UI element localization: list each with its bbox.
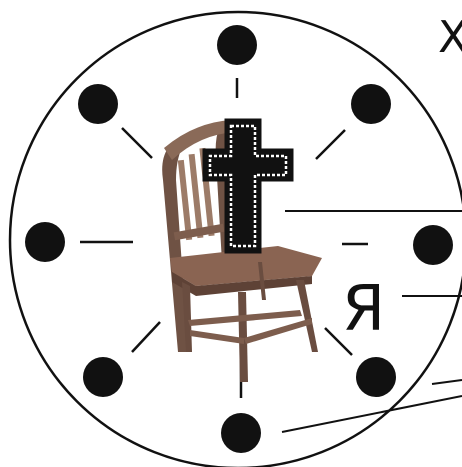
tick-top-right [316, 130, 345, 159]
tick-top-left [122, 128, 152, 158]
dial-dot-top [217, 25, 257, 65]
leader-line-bottom [282, 396, 462, 432]
dial-dot-right [413, 225, 453, 265]
dial-dot-bottom-left [83, 357, 123, 397]
corner-label: X [438, 12, 462, 63]
leader-line-lower [432, 380, 462, 384]
dial-dot-left [25, 222, 65, 262]
tick-bottom-left [132, 322, 160, 352]
ya-label: Я [342, 272, 385, 345]
dial-dot-bottom-right [356, 357, 396, 397]
dial-dot-bottom [221, 413, 261, 453]
dial-dot-top-left [78, 84, 118, 124]
dial-dot-top-right [351, 84, 391, 124]
